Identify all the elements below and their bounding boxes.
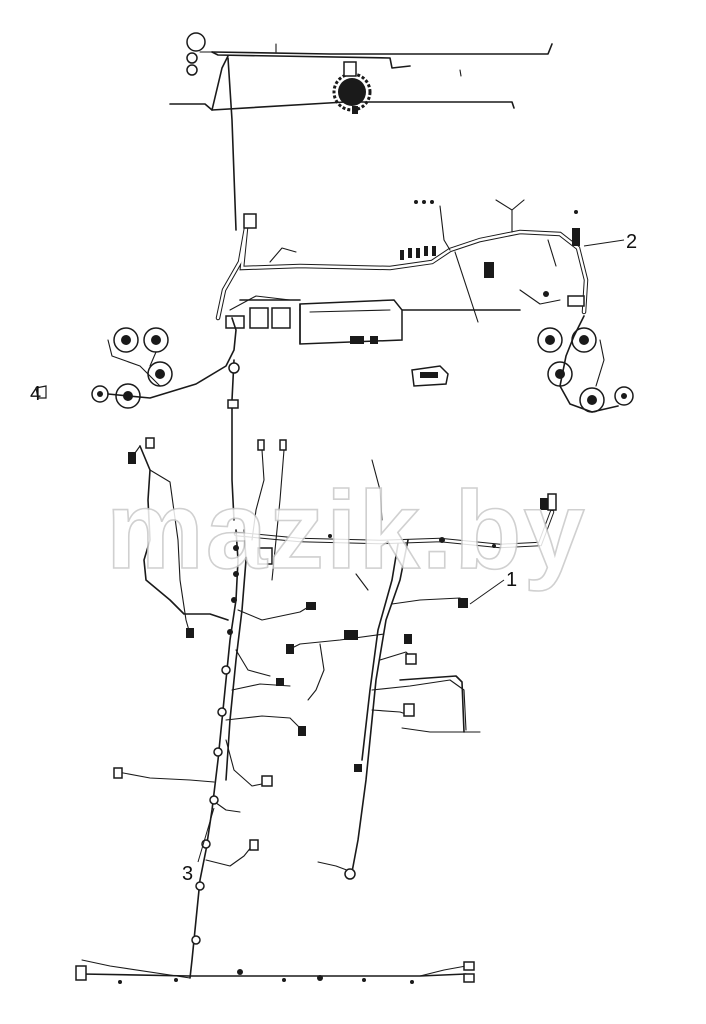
relay-circle-icon [186, 52, 198, 64]
left-lamp-cluster [35, 317, 237, 409]
control-unit-box [299, 299, 403, 345]
callout-label-2: 2 [626, 231, 637, 253]
module-box [411, 365, 449, 387]
connector-icon [403, 703, 415, 717]
left-chassis-harness [113, 437, 316, 979]
connector-icon [145, 437, 155, 449]
callout-label-3: 3 [182, 863, 193, 885]
lamp-icon [113, 327, 139, 353]
connector-icon [249, 839, 259, 851]
connector-icon [463, 961, 475, 971]
right-lamp-cluster [537, 315, 634, 413]
relay-circle-icon [186, 32, 206, 52]
lamp-icon [614, 386, 634, 406]
connector-icon [547, 493, 557, 511]
callout-2: 2 [583, 231, 637, 253]
connector-icon [243, 213, 257, 229]
connector-icon [424, 246, 428, 256]
rear-harness [75, 959, 475, 984]
connector-icon [261, 775, 273, 787]
connector-icon [249, 307, 269, 329]
lamp-icon [143, 327, 169, 353]
connector-icon [344, 630, 358, 640]
relay-circle-icon [186, 64, 198, 76]
connector-icon [405, 653, 417, 665]
lamp-icon [147, 361, 173, 387]
lamp-icon [91, 385, 109, 403]
connector-icon [463, 973, 475, 983]
connector-icon [354, 764, 362, 772]
connector-icon [286, 644, 294, 654]
connector-icon [186, 628, 194, 638]
connector-icon [400, 250, 404, 260]
chassis-harness [233, 459, 557, 880]
callout-3: 3 [182, 807, 215, 885]
connector-icon [276, 678, 284, 686]
connector-icon [484, 262, 494, 278]
watermark-text: mazik.by [106, 469, 587, 592]
lamp-icon [537, 327, 563, 353]
connector-icon [257, 439, 265, 451]
connector-icon [75, 965, 87, 981]
connector-icon [432, 246, 436, 256]
connector-icon [458, 598, 468, 608]
lamp-icon [579, 387, 605, 413]
connector-icon [298, 726, 306, 736]
connector-icon [271, 307, 291, 329]
connector-icon [567, 295, 585, 307]
roof-harness [169, 32, 553, 231]
connector-icon [306, 602, 316, 610]
callout-label-1: 1 [506, 569, 517, 591]
connector-icon [416, 248, 420, 258]
clip-icon [35, 385, 47, 399]
cab-to-chassis-drop [227, 359, 240, 521]
connector-icon [257, 547, 273, 565]
connector-icon [128, 452, 136, 464]
connector-icon [113, 767, 123, 779]
connector-icon [404, 634, 412, 644]
callout-4: 4 [30, 383, 41, 405]
connector-icon [408, 248, 412, 258]
connector-icon [572, 228, 580, 246]
cab-harness [215, 199, 589, 329]
callout-1: 1 [469, 569, 517, 605]
connector-icon [279, 439, 287, 451]
fan-motor-icon [332, 61, 372, 114]
callout-label-4: 4 [30, 383, 41, 405]
